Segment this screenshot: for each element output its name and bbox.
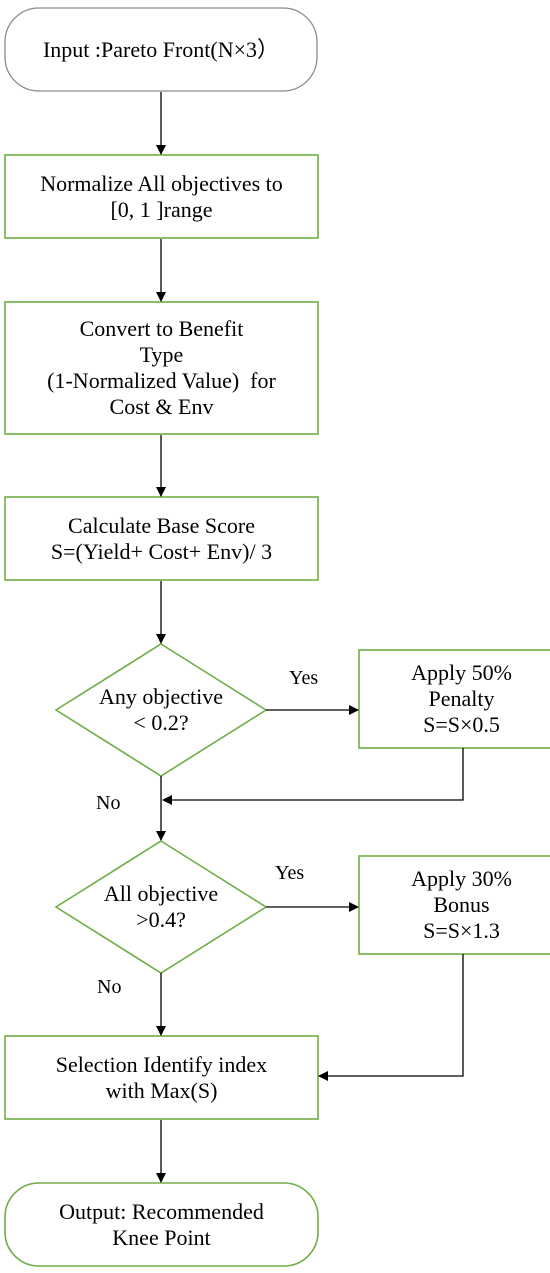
label-line: with Max(S) <box>105 1077 218 1103</box>
label-line: Penalty <box>428 686 495 711</box>
label-line: < 0.2? <box>133 710 189 735</box>
label-line: All objective <box>103 881 219 906</box>
label-line: Type <box>139 342 184 367</box>
label-line: S=S×0.5 <box>423 712 500 737</box>
label-line: Selection Identify index <box>55 1051 268 1077</box>
selection-process-shape <box>4 1035 319 1120</box>
normalize-step-label: Normalize All objectives to[0, 1 ]range <box>5 155 318 238</box>
input-terminal-shape <box>4 7 318 92</box>
label-line: S=S×1.3 <box>423 918 500 943</box>
bonus-decision-label: All objective>0.4? <box>56 841 266 973</box>
label-line: [0, 1 ]range <box>110 196 213 222</box>
penalty-process-shape <box>358 649 550 749</box>
label-line: Normalize All objectives to <box>40 170 283 196</box>
label-line: >0.4? <box>136 907 186 932</box>
penalty-decision-label: Any objective< 0.2? <box>56 644 266 776</box>
label-line: Calculate Base Score <box>68 512 255 538</box>
label-line: Knee Point <box>112 1224 211 1250</box>
label-line: Apply 30% <box>411 866 512 891</box>
label-line: S=(Yield+ Cost+ Env)/ 3 <box>50 538 273 564</box>
arrow-penalty-return <box>162 748 464 805</box>
base-score-process-shape <box>4 496 319 581</box>
convert-process-shape <box>4 301 319 435</box>
label-line: Convert to Benefit <box>79 316 244 341</box>
label-line: Bonus <box>433 892 490 917</box>
label-line: Cost & Env <box>109 394 214 419</box>
arrow-bonus-return <box>318 954 464 1081</box>
normalize-process-shape <box>4 154 319 239</box>
input-terminal-label: Input :Pareto Front(N×3） <box>5 8 317 91</box>
label-line: Any objective <box>98 684 224 709</box>
output-terminal-shape <box>4 1182 319 1267</box>
bonus-process-shape <box>358 855 550 955</box>
penalty-yes-label: Yes <box>289 667 319 689</box>
label-line: (1-Normalized Value) for <box>47 368 276 393</box>
label-line: Output: Recommended <box>59 1198 264 1224</box>
bonus-no-label: No <box>97 976 122 998</box>
label-line: Input :Pareto Front(N×3） <box>42 36 280 62</box>
bonus-yes-label: Yes <box>275 862 305 884</box>
label-line: Apply 50% <box>411 660 512 685</box>
penalty-no-label: No <box>96 792 121 814</box>
